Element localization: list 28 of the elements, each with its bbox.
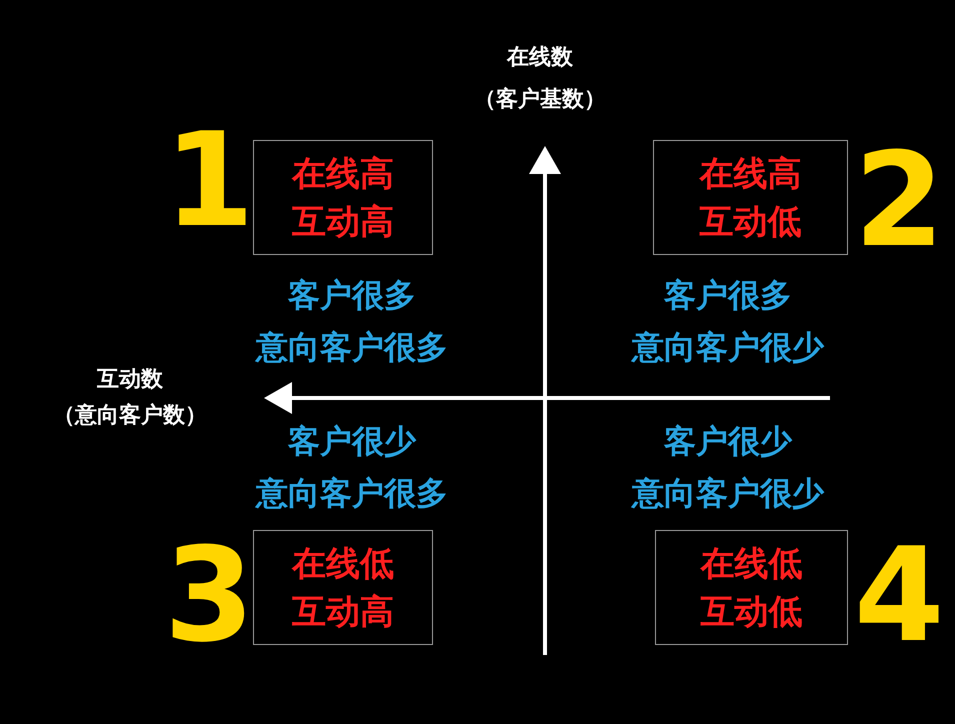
- quadrant-number: 4: [854, 530, 944, 660]
- axis-subtitle: （客户基数）: [474, 86, 606, 114]
- quadrant-box: [253, 530, 433, 645]
- axis-title: 互动数: [97, 366, 163, 394]
- description-text: 客户很多: [288, 276, 416, 314]
- quadrant-label: 在线低: [700, 544, 802, 584]
- quadrant-number: 3: [164, 530, 254, 660]
- description-text: 意向客户很多: [256, 474, 448, 512]
- description-text: 意向客户很少: [632, 328, 824, 366]
- description-text: 客户很少: [288, 422, 416, 460]
- quadrant-number: 1: [164, 115, 254, 245]
- description-text: 客户很多: [664, 276, 792, 314]
- quadrant-box: [253, 140, 433, 255]
- quadrant-label: 互动高: [292, 592, 394, 632]
- quadrant-label: 在线低: [292, 544, 394, 584]
- description-text: 客户很少: [664, 422, 792, 460]
- quadrant-label: 互动低: [700, 592, 802, 632]
- quadrant-label: 在线高: [292, 154, 394, 194]
- axis-title: 在线数: [507, 44, 573, 72]
- quadrant-box: [655, 530, 848, 645]
- quadrant-number: 2: [854, 135, 944, 265]
- quadrant-label: 互动低: [700, 202, 802, 242]
- description-text: 意向客户很少: [632, 474, 824, 512]
- quadrant-label: 互动高: [292, 202, 394, 242]
- quadrant-label: 在线高: [700, 154, 802, 194]
- axis-subtitle: （意向客户数）: [53, 402, 207, 430]
- quadrant-box: [653, 140, 848, 255]
- description-text: 意向客户很多: [256, 328, 448, 366]
